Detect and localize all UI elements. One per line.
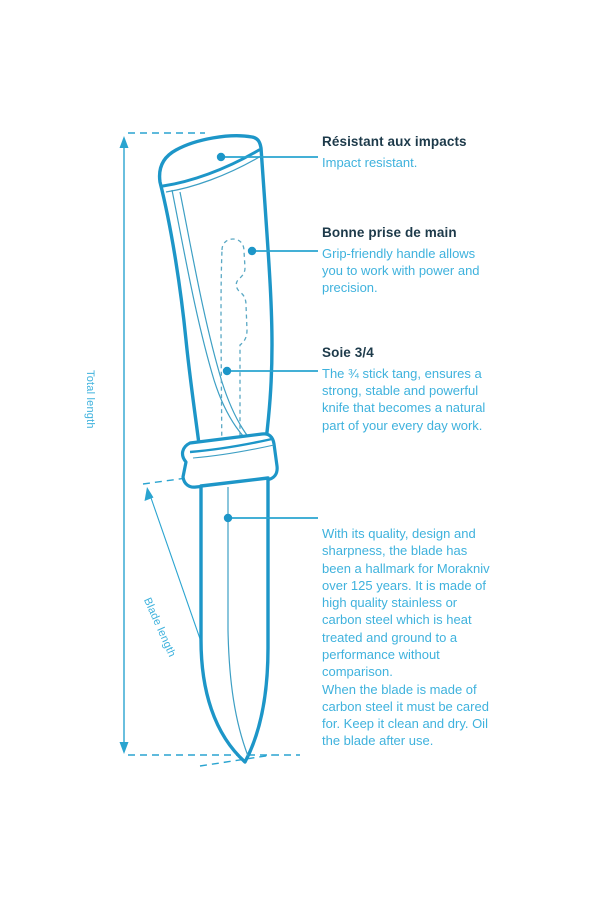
callout-tang: Soie 3/4 The ¾ stick tang, ensures a str… [322,345,497,434]
callout-body-blade: With its quality, design and sharpness, … [322,526,490,749]
callout-leaders [216,152,318,523]
callout-title-tang: Soie 3/4 [322,345,374,360]
total-length-arrow-bottom [119,742,129,754]
callout-impact-resistance: Résistant aux impacts Impact resistant. [322,134,497,171]
blade-outline [199,476,270,764]
callout-dot-grip [247,246,257,256]
stick-tang-outline [220,238,248,471]
handle-butt-cap-seam [161,148,261,188]
handle-outline [157,134,274,454]
callout-dot-blade [223,513,233,523]
knife-body [157,134,279,764]
total-length-label: Total length [84,370,96,429]
total-length-arrow-top [119,136,129,148]
callout-title-impact-resistance: Résistant aux impacts [322,134,467,149]
handle-butt-cap-seam-inner [165,155,262,193]
callout-title-grip: Bonne prise de main [322,225,457,240]
callout-blade: With its quality, design and sharpness, … [322,507,497,768]
guard-seam-line [189,437,273,454]
blade-length-arrow-top [144,487,154,501]
blade-length-bottom-extension-line [199,754,273,767]
total-length-dimension [119,132,300,756]
handle-guard-ferrule [180,432,279,489]
guard-seam-line-inner [192,444,275,459]
callout-body-impact-resistance: Impact resistant. [322,154,418,170]
callout-body-tang: The ¾ stick tang, ensures a strong, stab… [322,365,486,433]
callout-dot-tang [222,366,232,376]
callout-body-grip: Grip-friendly handle allows you to work … [322,245,480,296]
callout-dot-impact [216,152,226,162]
blade-grind-line [227,487,249,757]
callout-grip: Bonne prise de main Grip-friendly handle… [322,225,497,297]
